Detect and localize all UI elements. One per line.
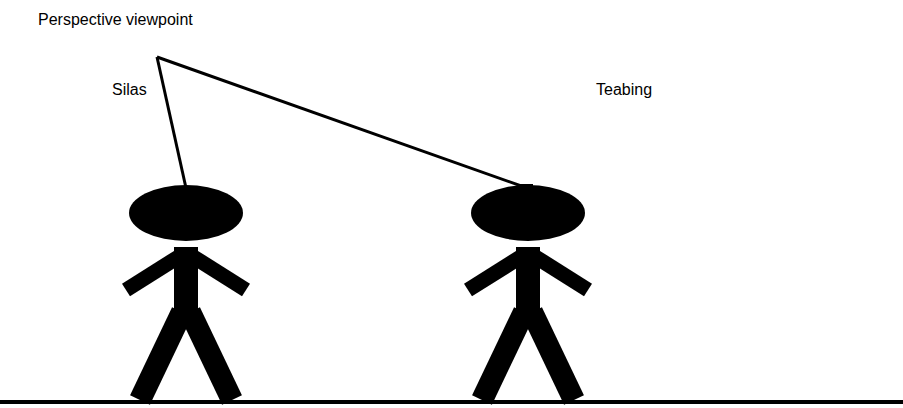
leg xyxy=(482,312,524,400)
head xyxy=(471,185,585,241)
head xyxy=(129,185,243,241)
silas-figure xyxy=(126,185,246,400)
sight-lines xyxy=(157,57,527,188)
sight-line xyxy=(157,57,186,188)
arm xyxy=(468,256,522,290)
viewpoint-label: Perspective viewpoint xyxy=(38,10,193,29)
arm xyxy=(126,256,180,290)
leg xyxy=(190,312,232,400)
arm xyxy=(534,256,588,290)
leg xyxy=(140,312,182,400)
leg xyxy=(532,312,574,400)
teabing-figure xyxy=(468,184,588,400)
arm xyxy=(192,256,246,290)
figure-label: Teabing xyxy=(596,80,652,99)
figure-label: Silas xyxy=(112,80,147,99)
ground-line xyxy=(0,400,903,404)
sight-line xyxy=(157,57,527,188)
head-nub xyxy=(519,184,533,192)
